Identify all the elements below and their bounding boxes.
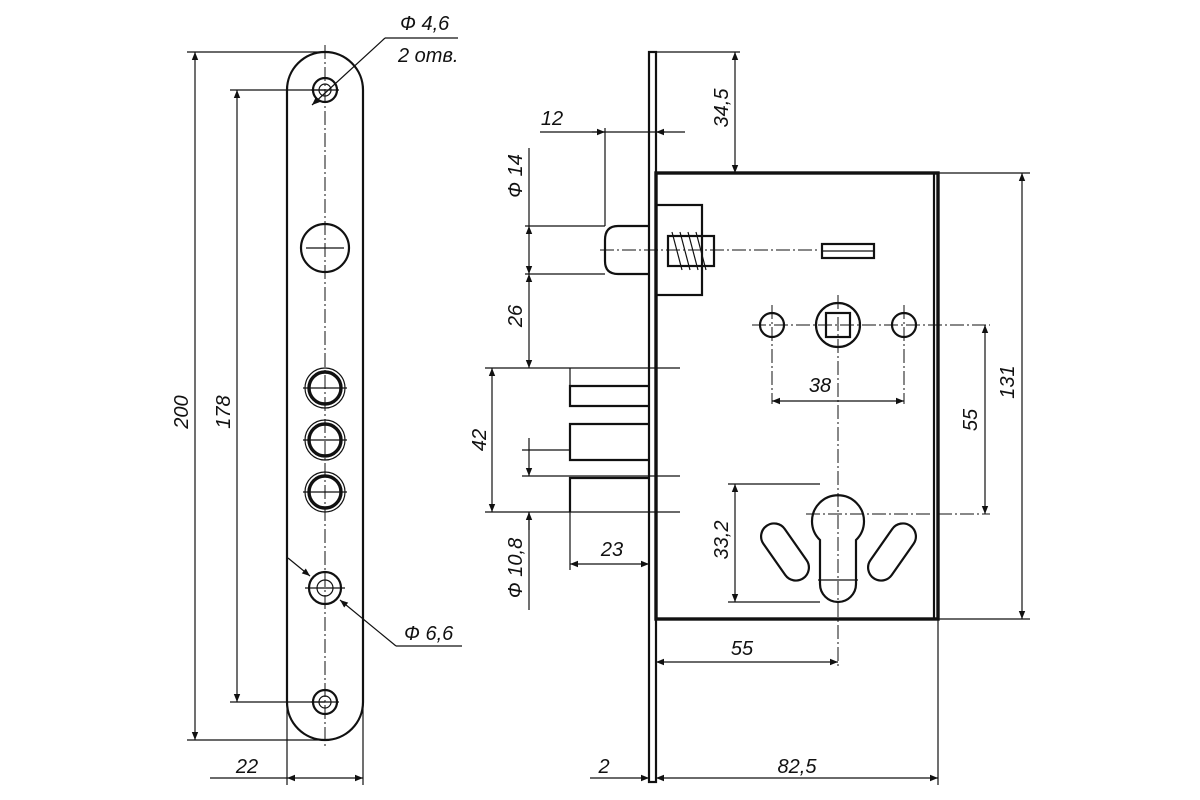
dim-large-hole-diameter: Ф 6,6 xyxy=(404,623,454,645)
oval-slot-right xyxy=(867,522,917,582)
lock-case xyxy=(654,171,940,621)
mounting-hole xyxy=(305,570,345,606)
deadbolts xyxy=(485,367,680,513)
dim-faceplate-thickness: 2 xyxy=(597,756,609,778)
dim-bolt-projection: 23 xyxy=(600,539,623,561)
dim-small-hole-diameter: Ф 4,6 xyxy=(400,13,450,35)
dim-handle-to-cylinder: 55 xyxy=(960,408,982,431)
dim-bolt-span: 42 xyxy=(469,429,491,451)
bolt-hole-2 xyxy=(303,419,347,461)
dim-case-height: 131 xyxy=(997,365,1019,398)
latch-hole xyxy=(299,222,351,274)
bolt-hole-1 xyxy=(303,367,347,409)
dim-faceplate-length: 200 xyxy=(171,395,193,429)
latch xyxy=(525,203,876,297)
oval-slot-left xyxy=(760,522,810,582)
dim-mount-hole-spacing: 38 xyxy=(809,375,831,397)
cylinder-cutout xyxy=(806,494,990,604)
dim-hole-spacing: 178 xyxy=(213,395,235,428)
dim-small-hole-count: 2 отв. xyxy=(397,45,458,67)
faceplate-view: 200 178 22 Ф 4,6 2 отв. Ф 6,6 xyxy=(171,13,462,785)
bolt-hole-3 xyxy=(303,471,347,513)
dim-top-offset: 34,5 xyxy=(711,88,733,128)
dim-latch-projection: 12 xyxy=(541,108,563,130)
dim-backset: 55 xyxy=(731,638,754,660)
dim-latch-offset: 26 xyxy=(505,304,527,328)
dim-faceplate-width: 22 xyxy=(235,756,258,778)
dim-bolt-diameter: Ф 10,8 xyxy=(505,538,527,598)
lock-side-view: 12 Ф 14 26 42 Ф 10,8 23 34,5 38 55 xyxy=(469,50,1030,785)
dim-case-depth: 82,5 xyxy=(778,756,818,778)
dim-cylinder-size: 33,2 xyxy=(711,521,733,560)
dim-latch-diameter: Ф 14 xyxy=(505,154,527,198)
